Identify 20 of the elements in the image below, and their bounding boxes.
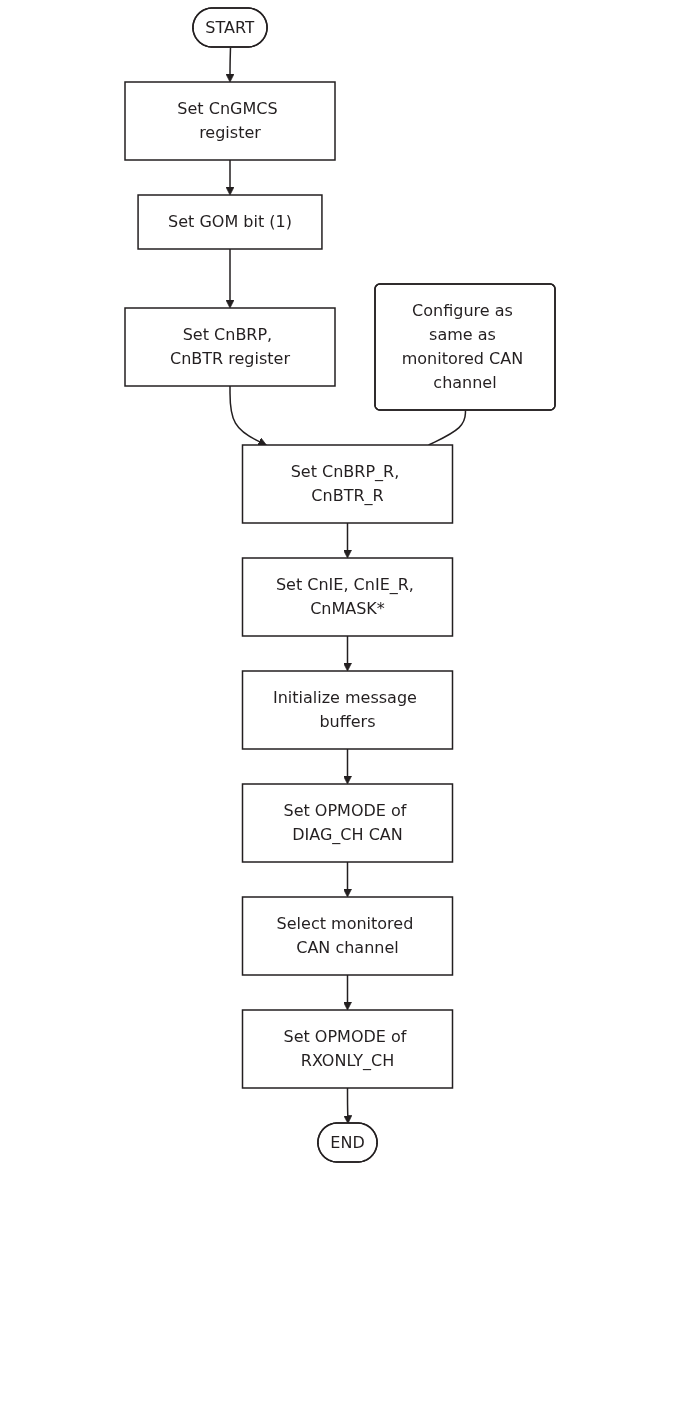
node-box: Set CnBRP_R, CnBTR_R: [241, 444, 454, 524]
arrow: [343, 635, 352, 672]
arrow: [225, 248, 235, 309]
arrow: [225, 46, 235, 83]
arrow: [225, 159, 235, 196]
arrow: [343, 522, 352, 559]
node-box: Set CnBRP, CnBTR register: [124, 307, 336, 387]
arrow: [343, 974, 352, 1011]
arrow: [343, 1087, 353, 1124]
arrow: [343, 861, 352, 898]
node-box: Set GOM bit (1): [137, 194, 323, 250]
connector: [427, 409, 467, 446]
arrow: [343, 748, 352, 785]
node-box: Set OPMODE of DIAG_CH CAN: [241, 783, 454, 863]
arrow: [229, 385, 267, 446]
node-box: Set CnGMCS register: [124, 81, 336, 161]
node-box: Set CnIE, CnIE_R, CnMASK*: [241, 557, 454, 637]
node-box: Set OPMODE of RXONLY_CH: [241, 1009, 454, 1089]
node-box: Select monitored CAN channel: [241, 896, 454, 976]
node-box: Initialize message buffers: [241, 670, 454, 750]
